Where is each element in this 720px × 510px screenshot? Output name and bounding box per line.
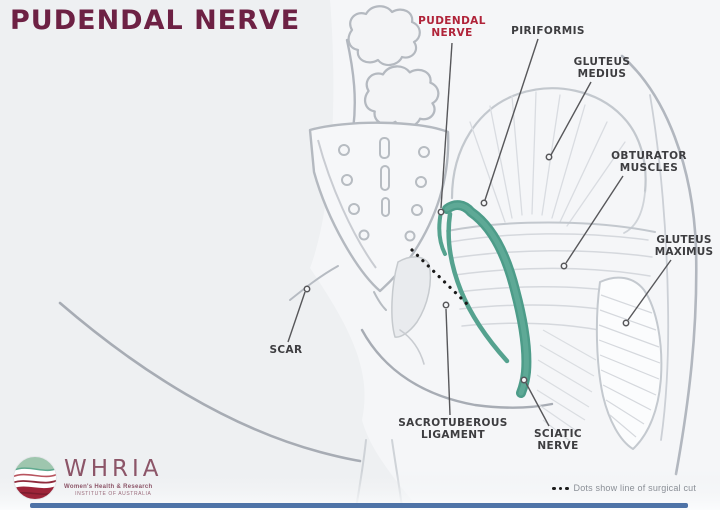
pudendal-nerve-path — [446, 211, 510, 364]
label-line: PIRIFORMIS — [511, 25, 585, 37]
sacrum — [308, 121, 450, 311]
surgical-cut-legend: Dots show line of surgical cut — [552, 484, 696, 493]
bottom-bar — [30, 503, 688, 508]
deep-muscle-hatching — [536, 329, 597, 442]
whria-logo-text: WHRIA Women's Health & Research INSTITUT… — [64, 455, 163, 498]
label-line: NERVE — [537, 440, 579, 453]
label-gluteus-maximus: GLUTEUS MAXIMUS — [648, 234, 720, 259]
legend-text: Dots show line of surgical cut — [573, 483, 697, 493]
label-line: NERVE — [431, 27, 473, 40]
label-sciatic-nerve: SCIATIC NERVE — [518, 428, 598, 453]
logo-tagline-2: INSTITUTE OF AUSTRALIA — [75, 491, 152, 498]
label-sacrotuberous-ligament: SACROTUBEROUS LIGAMENT — [385, 417, 521, 442]
label-line: GLUTEUS — [573, 56, 631, 68]
gluteus-maximus-muscle — [595, 276, 663, 450]
label-line: OBTURATOR — [611, 150, 687, 162]
dots-icon — [552, 486, 569, 491]
whria-logo: WHRIA Women's Health & Research INSTITUT… — [12, 455, 163, 501]
label-piriformis: PIRIFORMIS — [498, 25, 598, 37]
whria-logo-icon — [13, 456, 57, 500]
label-pudendal-nerve: PUDENDAL NERVE — [400, 15, 504, 40]
label-line: GLUTEUS — [656, 234, 712, 246]
label-scar: SCAR — [255, 344, 317, 356]
logo-tagline-1: Women's Health & Research — [64, 484, 153, 490]
torso-contours — [345, 38, 698, 476]
label-obturator-muscles: OBTURATOR MUSCLES — [597, 150, 701, 175]
spine-vertebrae — [347, 5, 440, 129]
label-line: MAXIMUS — [654, 246, 714, 259]
label-line: SCIATIC — [533, 428, 583, 440]
leader-endpoints — [303, 153, 630, 384]
logo-name: WHRIA — [64, 456, 163, 482]
pudendal-nerve-branch-path — [437, 210, 447, 256]
leader-lines — [287, 38, 672, 427]
label-line: SCAR — [269, 344, 303, 356]
label-line: MEDIUS — [577, 68, 627, 81]
surgical-cut-dotted-line — [410, 248, 469, 306]
label-line: PUDENDAL — [418, 15, 486, 27]
label-line: MUSCLES — [619, 162, 679, 175]
label-line: LIGAMENT — [420, 429, 486, 442]
scar-mark — [289, 265, 339, 301]
label-gluteus-medius: GLUTEUS MEDIUS — [556, 56, 648, 81]
label-line: SACROTUBEROUS — [398, 417, 508, 429]
ischial-region — [391, 256, 432, 365]
page-title: PUDENDAL NERVE — [10, 5, 301, 36]
